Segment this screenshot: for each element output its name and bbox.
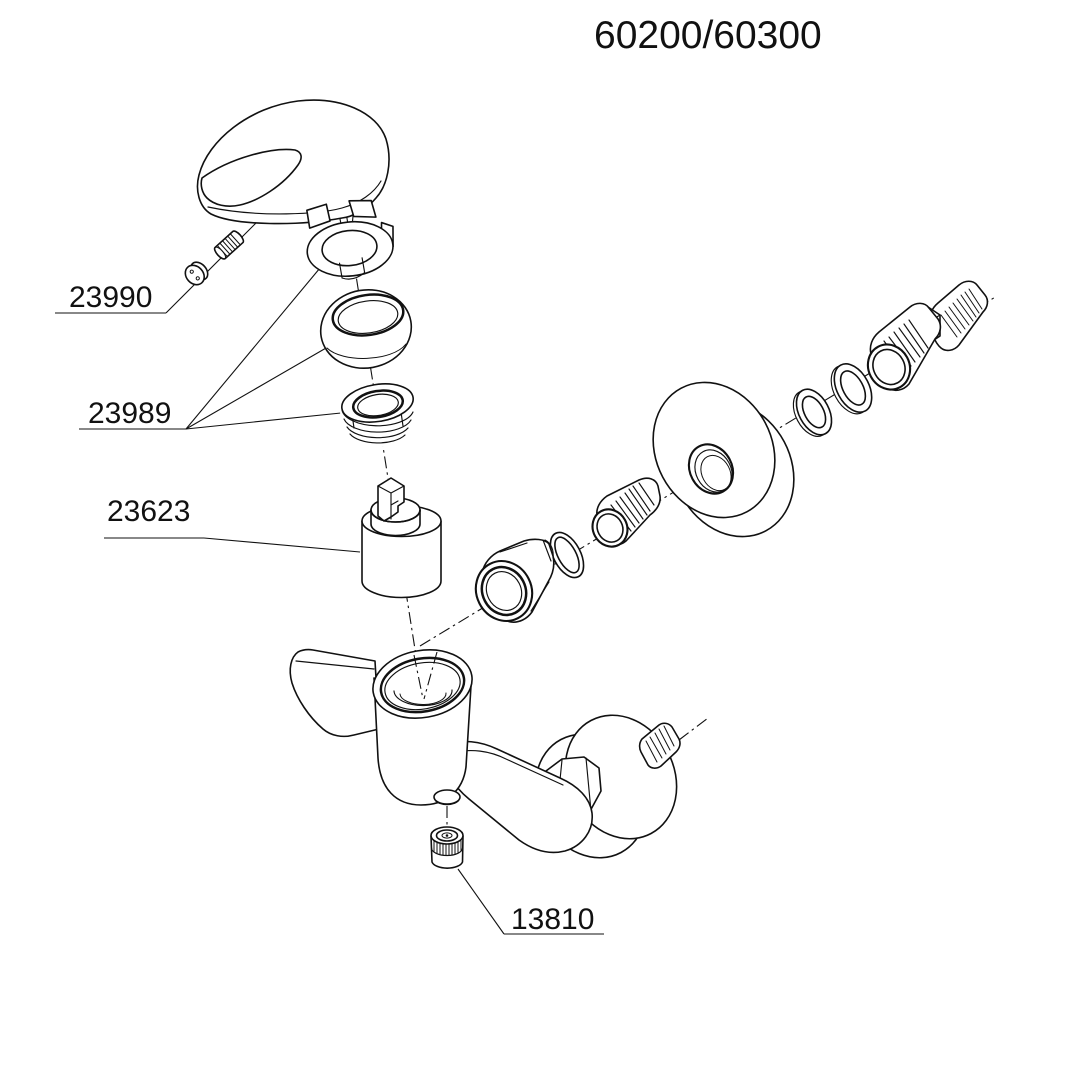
stub-thread-ridges xyxy=(645,725,675,763)
index-plug-hole-1 xyxy=(189,269,194,274)
lock-ring-thread-arcs xyxy=(341,409,414,444)
gasket-inner-face xyxy=(795,388,833,436)
cap-nut-bore xyxy=(485,571,523,611)
nipple-opening-bore xyxy=(596,513,624,543)
dome-ring-opening-inner xyxy=(337,300,399,334)
gasket-inner-hole xyxy=(801,395,827,429)
body-opening-seat-arc-1 xyxy=(393,689,453,707)
flange-threaded-stub xyxy=(638,722,681,769)
part-label-23989: 23989 xyxy=(88,397,171,430)
s-union-small-thread-body xyxy=(929,280,989,352)
threaded-lock-ring xyxy=(339,383,416,447)
cartridge-axis-centerline xyxy=(345,211,424,701)
text-layer: 60200/60300 23990 23989 23623 13810 xyxy=(69,14,822,936)
cartridge xyxy=(361,477,442,599)
leader-13810-valve xyxy=(457,868,505,935)
o-ring-outer xyxy=(549,531,585,579)
faucet-body xyxy=(289,648,473,827)
body-bottom-nipple xyxy=(433,789,461,805)
part-label-13810: 13810 xyxy=(511,903,594,936)
body-left-wing-bevel xyxy=(295,660,375,670)
valve-knurl-lines xyxy=(433,839,462,856)
retainer-ring xyxy=(306,199,394,280)
handle-scoop-edge xyxy=(200,148,302,207)
valve-center-dot xyxy=(445,834,449,837)
leader-23989-lockring xyxy=(185,412,342,430)
diagram-title: 60200/60300 xyxy=(594,14,822,57)
retainer-tab-right xyxy=(348,199,377,218)
o-ring xyxy=(549,531,585,579)
retainer-inner-rim xyxy=(321,229,378,267)
opening-centerline-b xyxy=(423,651,438,700)
cap-nut-opening-rim xyxy=(474,560,534,622)
escutcheon-hole-thread-2 xyxy=(700,454,732,492)
lock-ring-opening-inner xyxy=(357,393,399,417)
valve-top-ring xyxy=(435,829,459,842)
cartridge-cylinder-side xyxy=(361,520,442,599)
set-screw xyxy=(213,230,245,260)
cartridge-collar-front-rim xyxy=(370,509,421,523)
escutcheon-hole-rim xyxy=(687,443,735,495)
s-union-fitting xyxy=(866,280,989,392)
cap-nut xyxy=(474,538,555,623)
body-left-wing xyxy=(289,648,380,738)
leader-23989-retainer xyxy=(185,267,321,430)
cap-nut-facet-lines xyxy=(499,539,554,612)
opening-centerline-a xyxy=(413,654,424,700)
dome-ring xyxy=(319,288,413,370)
nipple-collar-line xyxy=(638,482,655,506)
body-bottom-nipple-arc xyxy=(434,799,460,806)
valve-top-inner-ring xyxy=(441,832,453,839)
cartridge-stem-edges xyxy=(377,485,405,520)
part-label-23623: 23623 xyxy=(107,495,190,528)
leader-23623-cartridge xyxy=(203,537,361,553)
gasket-outer-hole xyxy=(839,370,867,406)
lock-ring-opening xyxy=(351,389,405,419)
check-valve xyxy=(430,826,464,869)
threaded-nipple xyxy=(591,477,661,548)
body-opening-seat-arc-2 xyxy=(399,692,447,706)
leader-23989-dome xyxy=(185,343,334,430)
escutcheon-hole-thread-1 xyxy=(694,449,733,493)
body-opening-thread-line xyxy=(384,661,461,711)
index-plug-face xyxy=(184,264,206,286)
handle-blade-sweep-line xyxy=(207,180,382,215)
handle-lever xyxy=(196,99,390,230)
centerlines xyxy=(165,189,998,701)
dome-ring-opening xyxy=(331,293,405,337)
stub-centerline xyxy=(678,717,709,741)
index-plug-hole-2 xyxy=(195,276,200,281)
retainer-front-notch xyxy=(338,257,366,280)
gasket-washer-outer xyxy=(830,363,873,415)
handle-outline xyxy=(196,99,390,225)
wall-escutcheon xyxy=(652,381,795,538)
cap-nut-opening-inner-rim xyxy=(480,565,528,617)
o-ring-inner xyxy=(554,536,580,574)
dome-ring-flare-arc xyxy=(326,343,407,359)
index-plug xyxy=(184,261,209,286)
s-union-opening-bore xyxy=(872,348,906,386)
gasket-outer-face xyxy=(833,363,873,413)
set-screw-knurl xyxy=(216,233,241,258)
retainer-tab-left xyxy=(306,203,331,229)
gasket-washer-inner xyxy=(792,388,833,437)
s-union-small-thread-ridges xyxy=(940,288,983,338)
label-leaders xyxy=(55,267,604,935)
part-label-23990: 23990 xyxy=(69,281,152,314)
